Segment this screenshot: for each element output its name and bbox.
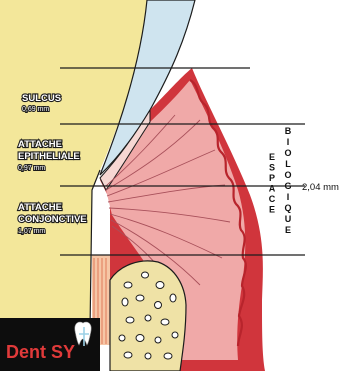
biologique-letter-8: U [285,214,292,224]
label-attache-epitheliale-2: EPITHELIALE [18,151,80,162]
espace-letter-5: E [269,205,275,215]
label-attache-epitheliale-1: ATTACHE [18,139,62,150]
biologique-letter-1: I [287,137,290,147]
value-attache-conjonctive: 1,07 mm [18,228,45,235]
espace-letter-1: S [269,163,275,173]
espace-letter-0: E [269,152,275,162]
biologique-letter-7: Q [284,203,291,213]
logo-text: Dent SY [6,342,75,362]
label-attache-conjonctive-2: CONJONCTIVE [18,214,87,225]
value-sulcus: 0,69 mm [22,106,49,113]
label-sulcus: SULCUS [22,93,61,104]
biologique-letter-5: G [284,181,291,191]
logo: Dent SY [0,318,100,371]
espace-letter-2: P [269,173,275,183]
biologique-letter-4: O [284,170,291,180]
biologique-letter-6: I [287,192,290,202]
biologique-letter-2: O [284,148,291,158]
biologique-letter-0: B [285,126,292,136]
value-attache-epitheliale: 0,97 mm [18,165,45,172]
total-measure: 2,04 mm [302,182,339,193]
espace-letter-3: A [269,184,276,194]
label-attache-conjonctive-1: ATTACHE [18,202,62,213]
biologique-letter-3: L [285,159,291,169]
biologique-letter-9: E [285,225,291,235]
espace-letter-4: C [269,194,276,204]
